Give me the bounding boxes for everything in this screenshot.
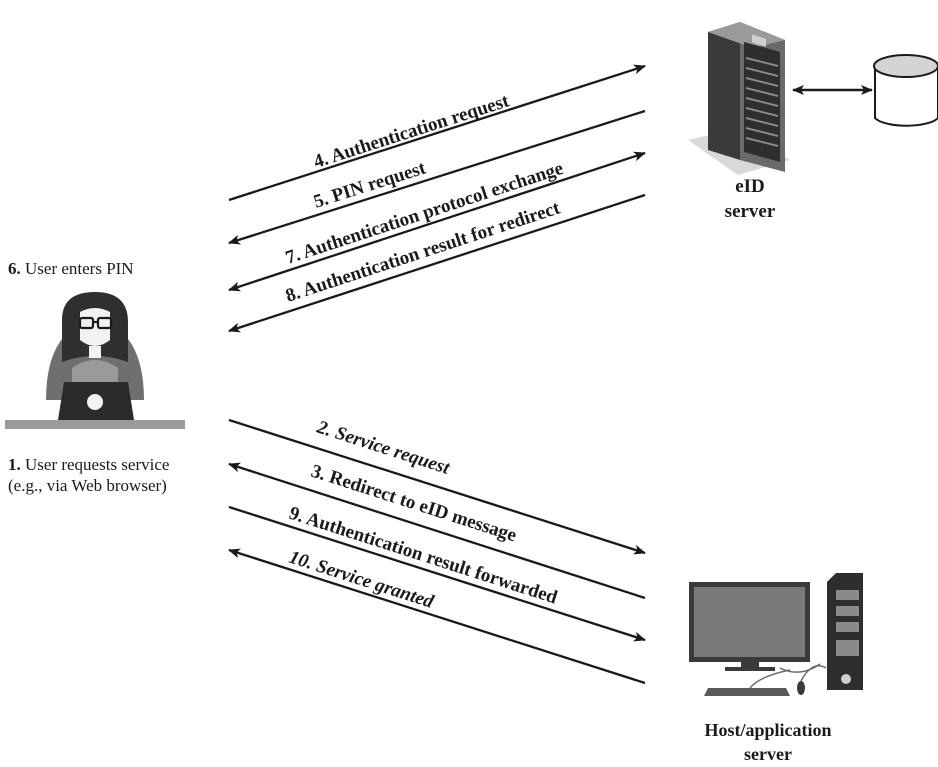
arrow-3-redirect-to-eid <box>228 462 646 600</box>
host-server-label-line2: server <box>744 744 792 764</box>
eid-server-icon <box>688 22 790 175</box>
user-avatar-icon <box>5 292 185 429</box>
step-1-text-line2: (e.g., via Web browser) <box>8 476 167 495</box>
step-1-number: 1. <box>8 455 21 474</box>
host-computer-icon <box>689 573 863 696</box>
eid-server-label-line1: eID <box>735 176 765 197</box>
database-icon <box>873 54 938 127</box>
step-1-label: 1. User requests service (e.g., via Web … <box>8 454 169 496</box>
lower-message-arrows <box>228 418 646 685</box>
eid-server-label-line2: server <box>724 201 776 222</box>
arrow-9-result-forwarded <box>228 505 646 642</box>
host-server-label: Host/application server <box>668 718 868 766</box>
eid-server-label: eID server <box>710 174 790 224</box>
arrow-7-protocol-exchange <box>228 151 646 292</box>
step-1-text: User requests service <box>25 455 170 474</box>
upper-message-arrows <box>228 64 646 333</box>
step-6-text: User enters PIN <box>25 259 134 278</box>
arrow-2-service-request <box>228 418 646 555</box>
step-6-number: 6. <box>8 259 21 278</box>
arrow-10-service-granted <box>228 548 646 685</box>
arrow-8-result-for-redirect <box>228 193 646 333</box>
host-server-label-line1: Host/application <box>704 720 832 740</box>
step-6-label: 6. User enters PIN <box>8 258 134 279</box>
